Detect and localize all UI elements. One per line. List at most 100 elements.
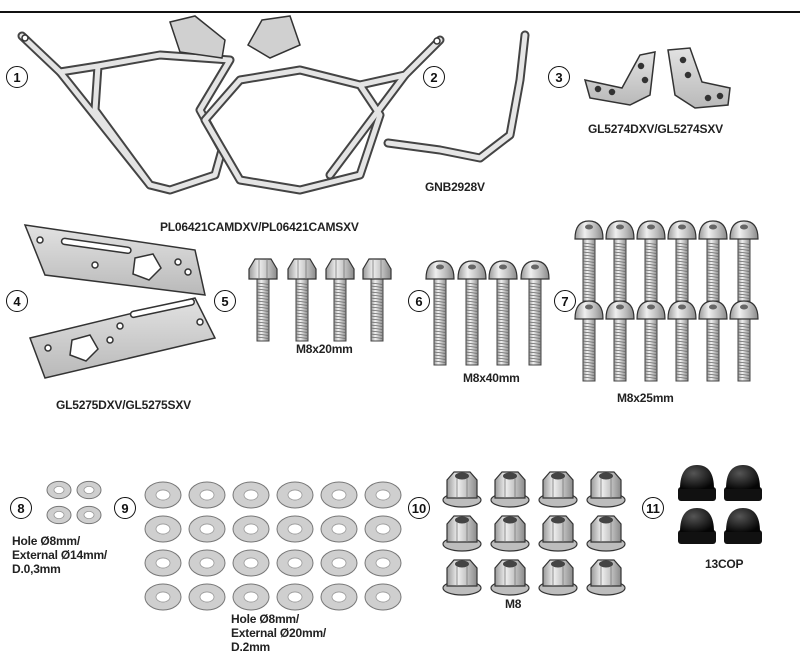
washer-small-1 [46, 480, 72, 500]
item-label-8-line-1: Hole Ø8mm/ [12, 534, 81, 548]
item-label-5: M8x20mm [296, 342, 353, 356]
bolt-m8x25-7 [574, 300, 604, 382]
item-label-2: GNB2928V [425, 180, 485, 194]
item-number-8: 8 [10, 497, 32, 519]
bolt-m8x25-3 [636, 220, 666, 302]
washer-large-18 [364, 549, 402, 577]
washer-large-6 [364, 481, 402, 509]
item-number-9: 9 [114, 497, 136, 519]
washer-large-15 [232, 549, 270, 577]
item-label-1: PL06421CAMDXV/PL06421CAMSXV [160, 220, 359, 234]
item-label-9-line-1: Hole Ø8mm/ [231, 612, 300, 626]
nut-m8-6 [490, 515, 530, 552]
washers-large [144, 481, 402, 611]
bolt-m8x25-4 [667, 220, 697, 302]
washer-large-23 [320, 583, 358, 611]
bolt-m8x25-5 [698, 220, 728, 302]
washer-large-11 [320, 515, 358, 543]
item-label-9-line-2: External Ø20mm/ [231, 626, 327, 640]
washer-large-14 [188, 549, 226, 577]
item-label-3: GL5274DXV/GL5274SXV [588, 122, 723, 136]
angle-bracket-right [667, 47, 731, 109]
item-label-9: Hole Ø8mm/ External Ø20mm/ D.2mm [231, 612, 326, 654]
bolt-m8x20-1 [248, 258, 278, 342]
item-number-1: 1 [6, 66, 28, 88]
bolts-m8x40 [425, 260, 550, 366]
nut-m8-1 [442, 471, 482, 508]
washer-large-4 [276, 481, 314, 509]
item-label-8-line-3: D.0,3mm [12, 562, 61, 576]
mounting-plate-upper [23, 224, 206, 296]
washer-large-20 [188, 583, 226, 611]
nut-cap-4 [724, 508, 762, 544]
bolt-m8x20-2 [287, 258, 317, 342]
item-number-3: 3 [548, 66, 570, 88]
washer-large-10 [276, 515, 314, 543]
nut-cap-3 [678, 508, 716, 544]
washer-small-4 [76, 505, 102, 525]
mounting-plate-lower [29, 297, 217, 379]
bolt-m8x40-4 [520, 260, 550, 366]
nut-m8-11 [538, 559, 578, 596]
bolt-m8x25-2 [605, 220, 635, 302]
washer-large-12 [364, 515, 402, 543]
nut-m8-5 [442, 515, 482, 552]
washer-large-9 [232, 515, 270, 543]
flange-nuts-m8 [442, 471, 626, 596]
nut-cap-2 [724, 465, 762, 501]
nut-cap-1 [678, 465, 716, 501]
washer-large-5 [320, 481, 358, 509]
item-number-4: 4 [6, 290, 28, 312]
item-label-9-line-3: D.2mm [231, 640, 271, 654]
washer-large-19 [144, 583, 182, 611]
side-frame-right-inner [202, 37, 443, 193]
washer-large-17 [320, 549, 358, 577]
side-frame-left-inner [19, 33, 233, 193]
washer-large-3 [232, 481, 270, 509]
bolt-m8x40-1 [425, 260, 455, 366]
nut-m8-2 [490, 471, 530, 508]
nut-m8-7 [538, 515, 578, 552]
washer-small-2 [76, 480, 102, 500]
item-label-10: M8 [505, 597, 522, 611]
top-rule [0, 11, 800, 13]
item-number-10: 10 [408, 497, 430, 519]
nut-m8-9 [442, 559, 482, 596]
bolt-m8x40-2 [457, 260, 487, 366]
washer-small-3 [46, 505, 72, 525]
item-label-8-line-2: External Ø14mm/ [12, 548, 108, 562]
bolt-m8x25-9 [636, 300, 666, 382]
angle-bracket-left [583, 51, 656, 106]
bolt-m8x25-11 [698, 300, 728, 382]
item-number-2: 2 [423, 66, 445, 88]
washer-large-22 [276, 583, 314, 611]
bolt-m8x25-10 [667, 300, 697, 382]
item-label-8: Hole Ø8mm/ External Ø14mm/ D.0,3mm [12, 534, 107, 576]
bolts-m8x20 [248, 258, 392, 342]
bolt-m8x25-12 [729, 300, 759, 382]
item-number-7: 7 [554, 290, 576, 312]
bolt-m8x20-4 [362, 258, 392, 342]
bolt-m8x25-6 [729, 220, 759, 302]
side-frame-right [200, 35, 445, 195]
item-label-11: 13COP [705, 557, 744, 571]
item-number-5: 5 [214, 290, 236, 312]
item-number-11: 11 [642, 497, 664, 519]
nut-caps [678, 465, 762, 544]
bolt-m8x20-3 [325, 258, 355, 342]
washer-large-24 [364, 583, 402, 611]
item-label-7: M8x25mm [617, 391, 674, 405]
bolts-m8x25 [574, 220, 759, 382]
nut-m8-10 [490, 559, 530, 596]
bolt-m8x40-3 [488, 260, 518, 366]
washer-large-16 [276, 549, 314, 577]
washer-large-2 [188, 481, 226, 509]
item-label-4: GL5275DXV/GL5275SXV [56, 398, 191, 412]
nut-m8-4 [586, 471, 626, 508]
nut-m8-3 [538, 471, 578, 508]
item-label-6: M8x40mm [463, 371, 520, 385]
frame-mount-tabs [21, 15, 441, 59]
nut-m8-8 [586, 515, 626, 552]
washer-large-21 [232, 583, 270, 611]
